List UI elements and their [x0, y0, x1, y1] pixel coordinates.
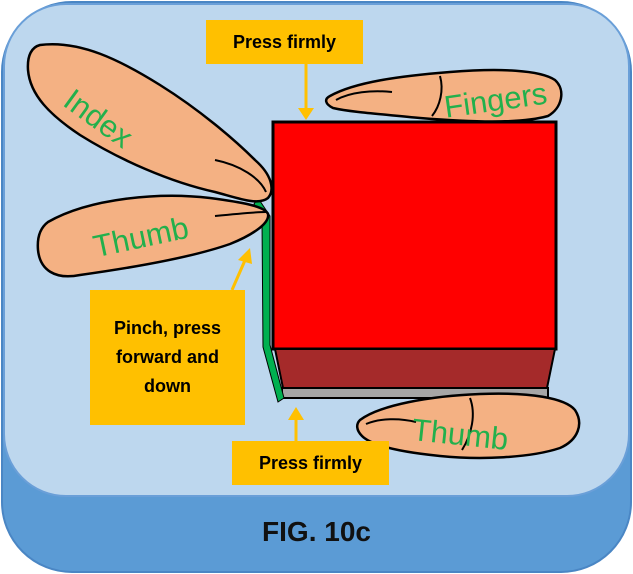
callout-bottom-text: Press firmly [258, 452, 363, 473]
callout-press-firmly-top: Press firmly [206, 20, 363, 64]
pointer-left-head [238, 248, 252, 264]
thumb-left-nail [214, 211, 267, 217]
callout-left-text: Pinch, press forward and down [113, 318, 222, 396]
pointer-bottom-head [288, 407, 304, 420]
thumb-right-crease [461, 397, 474, 451]
callout-pinch: Pinch, press forward and down [90, 290, 245, 425]
thumb-left [36, 194, 270, 278]
pointer-top-head [298, 108, 314, 120]
figure-caption: FIG. 10c [262, 516, 371, 547]
fingers-top-nail [335, 90, 393, 101]
thumb-right-nail [365, 418, 417, 425]
fingers-top [324, 68, 563, 123]
index-finger-nail [214, 159, 267, 193]
fingers-top-crease [431, 75, 443, 117]
callout-top-text: Press firmly [232, 31, 337, 52]
block-top-red [271, 120, 558, 351]
thumb-right [356, 392, 581, 460]
block-bottom-band [273, 348, 557, 389]
index-finger [26, 43, 273, 203]
callout-press-firmly-bottom: Press firmly [232, 441, 389, 485]
pointer-left [230, 257, 248, 291]
